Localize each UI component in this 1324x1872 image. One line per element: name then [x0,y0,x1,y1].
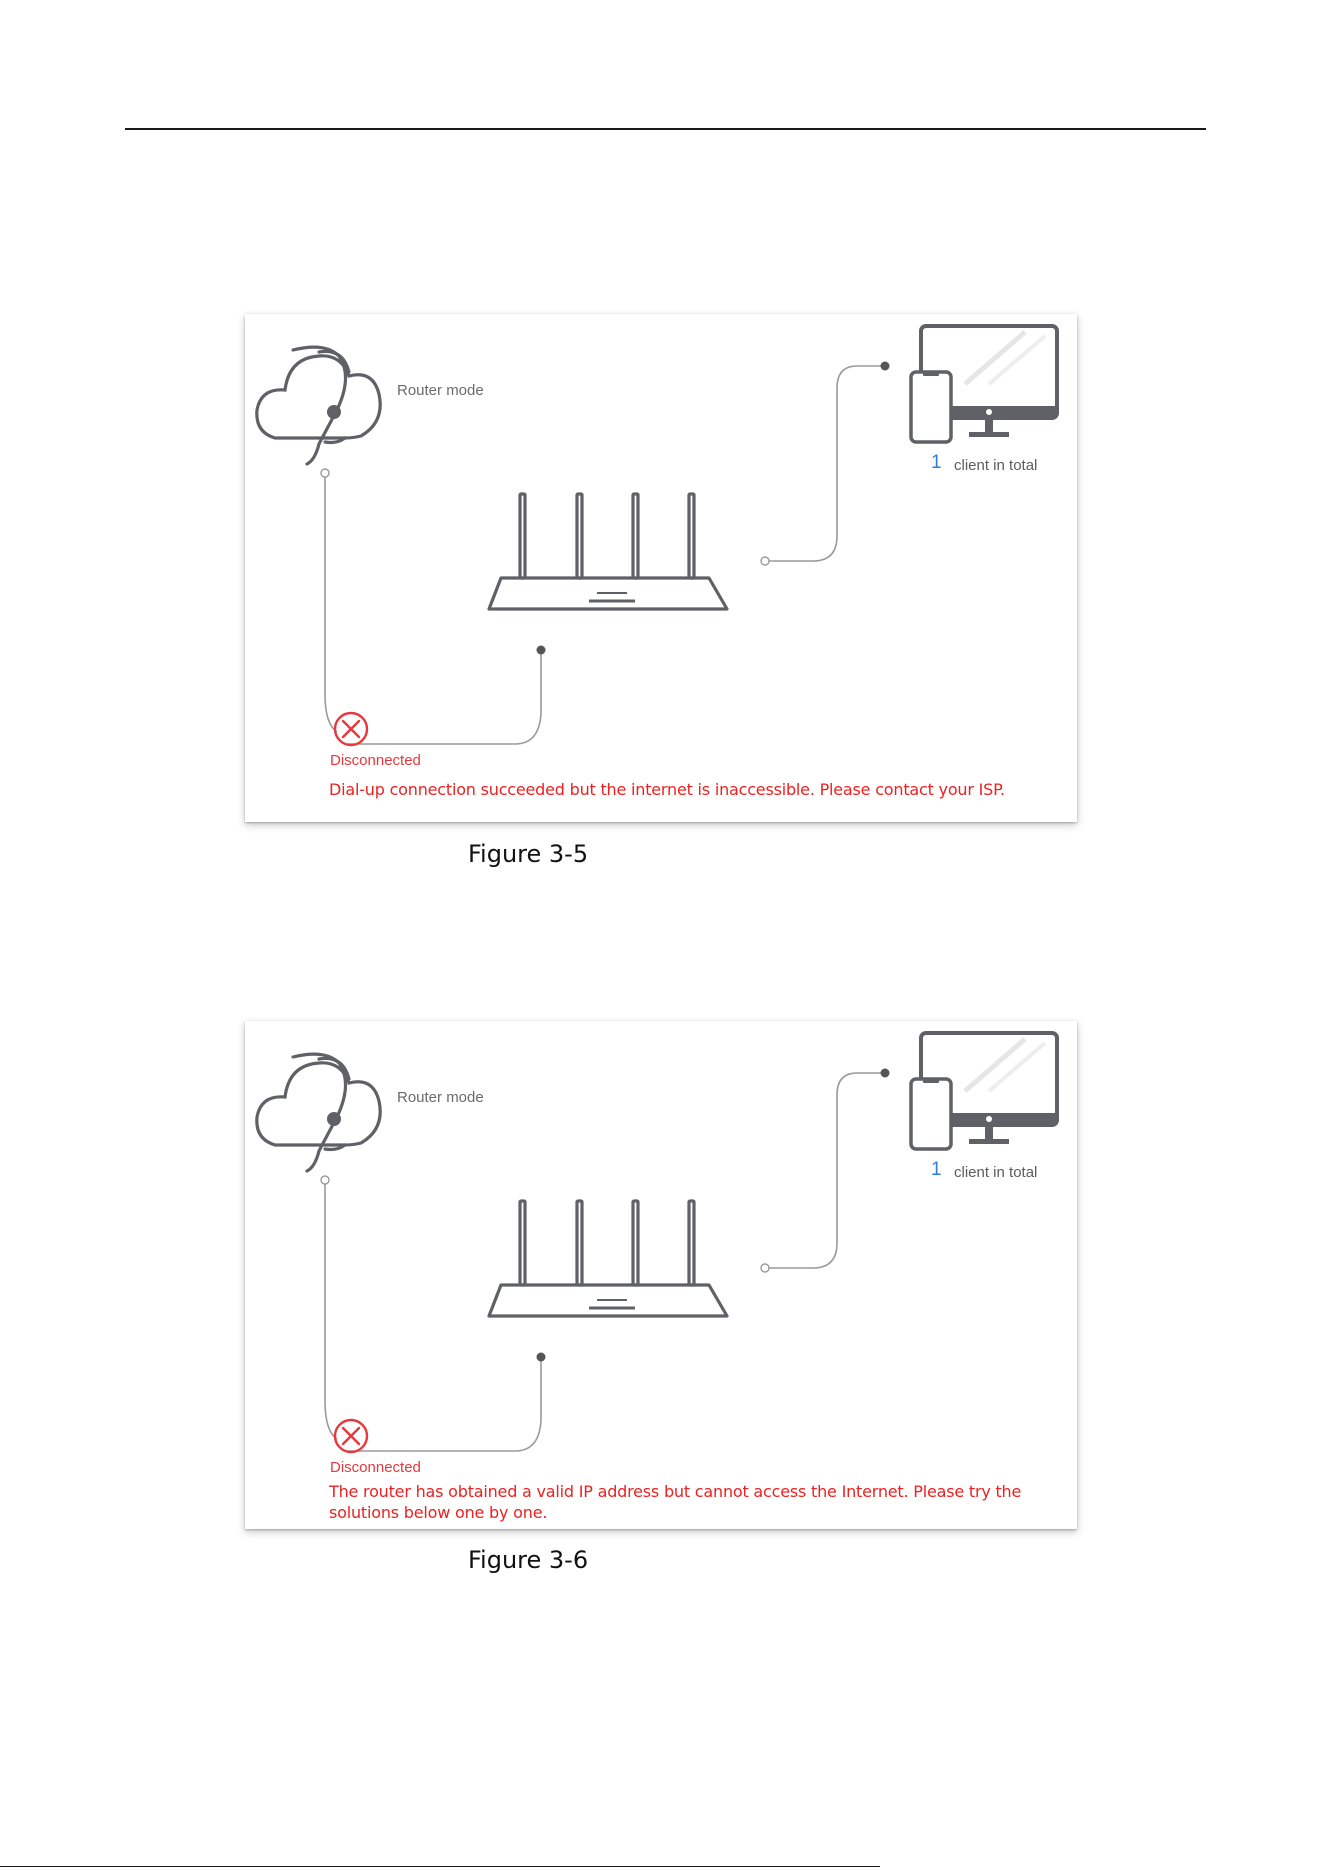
client-count-label: client in total [954,457,1038,474]
phone-icon [909,1077,953,1151]
mode-label: Router mode [397,382,484,399]
footer-rule [0,1866,880,1867]
lan-link-line [760,361,890,566]
error-message: Dial-up connection succeeded but the int… [329,780,1005,799]
client-count[interactable]: 1 [931,452,942,473]
header-rule [125,128,1206,130]
client-count[interactable]: 1 [931,1159,942,1180]
error-message: The router has obtained a valid IP addre… [329,1482,1022,1522]
disconnected-x-icon [333,711,369,747]
phone-icon [909,370,953,444]
client-count-label: client in total [954,1164,1038,1181]
lan-link-line [760,1068,890,1273]
wan-link-line [320,468,546,745]
mode-label: Router mode [397,1089,484,1106]
topology-drawing [255,1031,1059,1454]
disconnected-x-icon [333,1418,369,1454]
internet-cloud-icon [255,1052,382,1173]
internet-cloud-icon [255,345,382,466]
router-icon [487,492,729,611]
network-status-figure: Router mode 1 client in total Disconnect… [245,314,1077,822]
topology-drawing [255,324,1059,747]
wan-link-line [320,1175,546,1452]
connection-status-label: Disconnected [330,752,421,769]
figure-caption: Figure 3-5 [468,840,589,868]
figure-caption: Figure 3-6 [468,1546,589,1574]
connection-status-label: Disconnected [330,1459,421,1476]
network-status-figure: Router mode 1 client in total Disconnect… [245,1021,1077,1529]
router-icon [487,1199,729,1318]
